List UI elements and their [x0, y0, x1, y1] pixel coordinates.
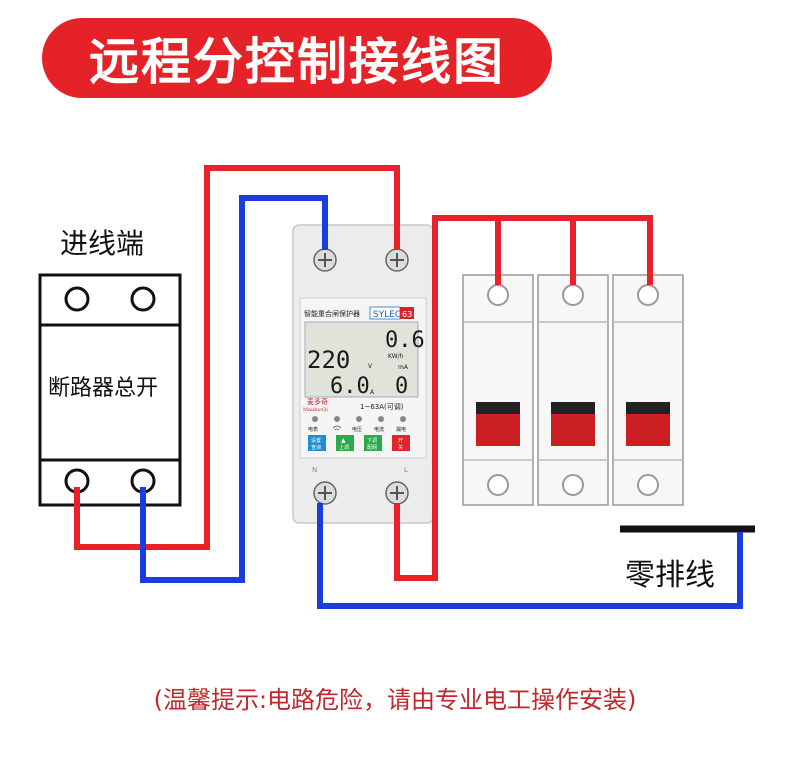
title-banner: 远程分控制接线图 [42, 18, 552, 98]
svg-text:查询: 查询 [311, 444, 321, 451]
branch-breaker-2 [537, 274, 609, 506]
device-buttons: 设置 查询 ▲ 上调 下调 配网 开 关 [308, 435, 410, 451]
settings-button [308, 435, 326, 451]
svg-text:配网: 配网 [367, 445, 377, 451]
svg-text:下调: 下调 [367, 437, 377, 444]
branch-breaker-1 [462, 274, 534, 506]
leakage-reading: 0 [395, 374, 408, 399]
voltage-reading: 220 [307, 346, 350, 374]
neutral-bar-label: 零排线 [625, 558, 715, 593]
page-title: 远程分控制接线图 [89, 33, 505, 91]
main-breaker-label: 断路器总开 [48, 376, 159, 401]
branch-breaker-3 [612, 274, 684, 506]
live-wire-output [394, 215, 653, 581]
terminal-label-l: L [404, 466, 408, 474]
indicator-label-leakage: 漏电 [396, 426, 406, 433]
live-wire-input [74, 165, 400, 550]
brand-en: MaiduoQi [303, 407, 328, 413]
current-unit: A [370, 389, 375, 396]
main-breaker-top-terminal-2 [130, 286, 156, 312]
power-button [392, 435, 410, 451]
wifi-icon [332, 425, 342, 431]
indicator-label-meter: 电表 [308, 426, 318, 433]
svg-text:关: 关 [398, 444, 403, 451]
indicator-row: 电表 电压 电流 漏电 [308, 416, 406, 433]
indicator-label-current: 电流 [374, 426, 384, 433]
down-button [364, 435, 382, 451]
device-model-badge: 63 [402, 310, 412, 319]
indicator-label-voltage: 电压 [352, 426, 362, 433]
main-breaker [38, 273, 182, 507]
svg-text:上调: 上调 [339, 444, 349, 451]
footer-note: (温馨提示:电路危险，请由专业电工操作安装) [153, 686, 637, 714]
neutral-wire-input [140, 195, 328, 583]
device-rating: 1~63A(可调) [360, 402, 404, 411]
current-reading: 6.0 [330, 374, 370, 399]
neutral-wire-output [317, 503, 743, 609]
leakage-unit: mA [398, 364, 409, 371]
terminal-label-n: N [312, 466, 317, 474]
inlet-label: 进线端 [60, 227, 145, 260]
device-name: 智能重合闸保护器 [304, 309, 360, 318]
device-model: SYLEO [373, 310, 402, 320]
energy-unit: KW/h [388, 353, 404, 360]
smart-protector: 智能重合闸保护器 SYLEO 63 0.6 KW/h 220 V mA 6.0 … [292, 224, 434, 524]
main-breaker-top-terminal-1 [64, 286, 90, 312]
brand-cn: 麦多奇 [307, 397, 328, 406]
energy-reading: 0.6 [385, 328, 425, 353]
svg-text:▲: ▲ [341, 437, 346, 444]
svg-text:开: 开 [398, 438, 403, 444]
lcd-screen [304, 321, 419, 398]
up-button [336, 435, 354, 451]
svg-text:设置: 设置 [311, 437, 321, 444]
voltage-unit: V [368, 363, 373, 370]
